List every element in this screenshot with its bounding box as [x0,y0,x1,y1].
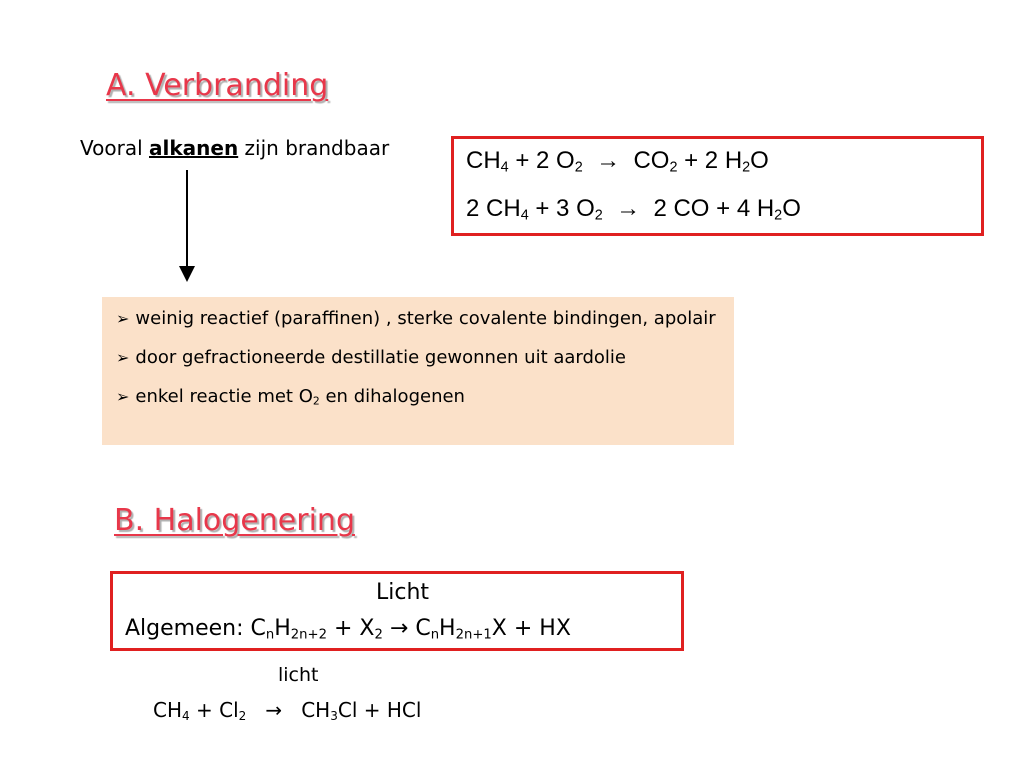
down-arrow-line [186,170,188,270]
section-b-heading: B. Halogenering [114,503,355,538]
bullet-arrow-icon: ➢ [116,348,130,367]
example-halogenation-equation: CH4 + Cl2 → CH3Cl + HCl [153,698,422,723]
properties-box: ➢weinig reactief (paraffinen) , sterke c… [102,297,734,445]
intro-pre: Vooral [80,136,149,160]
halogenation-general-box: Licht Algemeen: CnH2n+2 + X2 → CnH2n+1X … [110,571,684,651]
light-condition-label-example: licht [278,664,319,686]
combustion-equation-incomplete: 2 CH4 + 3 O2 → 2 CO + 4 H2O [466,195,801,224]
combustion-equation-complete: CH4 + 2 O2 → CO2 + 2 H2O [466,147,769,176]
property-item: ➢weinig reactief (paraffinen) , sterke c… [116,308,716,329]
property-item: ➢door gefractioneerde destillatie gewonn… [116,347,627,368]
bullet-arrow-icon: ➢ [116,309,130,328]
reaction-arrow-icon: → [596,147,621,174]
combustion-equations-box: CH4 + 2 O2 → CO2 + 2 H2O 2 CH4 + 3 O2 → … [451,136,984,236]
reaction-arrow-icon: → [265,698,283,722]
light-condition-label: Licht [376,580,430,605]
down-arrow-icon [179,266,195,282]
intro-post: zijn brandbaar [238,136,390,160]
reaction-arrow-icon: → [389,616,409,641]
intro-bold: alkanen [149,136,239,160]
intro-text: Vooral alkanen zijn brandbaar [80,136,389,160]
bullet-arrow-icon: ➢ [116,387,130,406]
general-halogenation-equation: Algemeen: CnH2n+2 + X2 → CnH2n+1X + HX [125,616,571,643]
property-item: ➢enkel reactie met O2 en dihalogenen [116,386,465,408]
section-a-heading: A. Verbranding [106,68,329,103]
reaction-arrow-icon: → [616,195,641,222]
